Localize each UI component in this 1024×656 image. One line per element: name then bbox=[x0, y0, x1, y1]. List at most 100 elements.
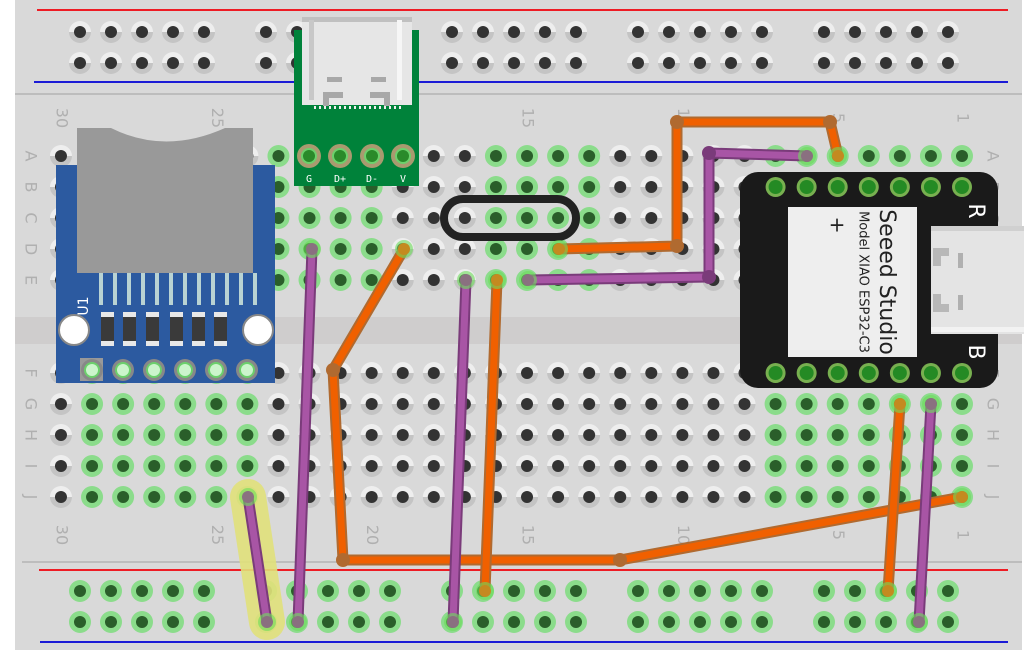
bottom-rail-hole[interactable] bbox=[100, 611, 122, 633]
main-hole[interactable] bbox=[578, 145, 601, 167]
main-hole[interactable] bbox=[422, 176, 445, 198]
main-hole[interactable] bbox=[516, 176, 539, 198]
main-hole[interactable] bbox=[640, 455, 663, 477]
bottom-rail-hole[interactable] bbox=[162, 611, 184, 633]
main-hole[interactable] bbox=[112, 486, 135, 508]
bottom-rail-hole[interactable] bbox=[131, 611, 153, 633]
wire-orange[interactable] bbox=[879, 395, 909, 600]
main-hole[interactable] bbox=[609, 207, 632, 229]
bottom-rail-hole[interactable] bbox=[689, 611, 711, 633]
main-hole[interactable] bbox=[516, 207, 539, 229]
top-rail-hole[interactable] bbox=[813, 52, 835, 74]
main-hole[interactable] bbox=[826, 486, 849, 508]
main-hole[interactable] bbox=[453, 145, 476, 168]
main-hole[interactable] bbox=[391, 393, 414, 415]
top-rail-hole[interactable] bbox=[658, 21, 680, 43]
main-hole[interactable] bbox=[81, 424, 104, 446]
bottom-rail-hole[interactable] bbox=[813, 611, 835, 633]
main-hole[interactable] bbox=[391, 362, 414, 384]
bottom-rail-hole[interactable] bbox=[689, 580, 711, 602]
bottom-rail-hole[interactable] bbox=[720, 580, 742, 602]
top-rail-hole[interactable] bbox=[131, 21, 153, 43]
top-rail-hole[interactable] bbox=[534, 21, 556, 43]
main-hole[interactable] bbox=[516, 424, 539, 446]
bottom-rail-hole[interactable] bbox=[565, 580, 587, 602]
main-hole[interactable] bbox=[609, 176, 632, 198]
bottom-rail-hole[interactable] bbox=[379, 580, 401, 602]
main-hole[interactable] bbox=[49, 145, 72, 168]
main-hole[interactable] bbox=[547, 486, 570, 509]
main-hole[interactable] bbox=[640, 393, 663, 415]
top-rail-hole[interactable] bbox=[193, 21, 215, 43]
top-rail-hole[interactable] bbox=[193, 52, 215, 74]
main-hole[interactable] bbox=[702, 424, 725, 446]
top-rail-hole[interactable] bbox=[937, 52, 959, 74]
main-hole[interactable] bbox=[919, 145, 942, 167]
top-rail-hole[interactable] bbox=[689, 52, 711, 74]
bottom-rail-hole[interactable] bbox=[565, 611, 587, 633]
main-hole[interactable] bbox=[764, 455, 787, 477]
main-hole[interactable] bbox=[578, 424, 601, 446]
main-hole[interactable] bbox=[795, 486, 818, 508]
main-hole[interactable] bbox=[671, 362, 694, 384]
main-hole[interactable] bbox=[329, 238, 352, 260]
bottom-rail-hole[interactable] bbox=[503, 611, 525, 633]
main-hole[interactable] bbox=[547, 176, 570, 198]
bottom-rail-hole[interactable] bbox=[534, 611, 556, 633]
top-rail-hole[interactable] bbox=[875, 52, 897, 74]
main-hole[interactable] bbox=[857, 393, 880, 415]
main-hole[interactable] bbox=[888, 145, 911, 167]
main-hole[interactable] bbox=[609, 145, 632, 168]
main-hole[interactable] bbox=[205, 424, 228, 446]
main-hole[interactable] bbox=[422, 486, 445, 509]
main-hole[interactable] bbox=[733, 455, 756, 477]
main-hole[interactable] bbox=[391, 486, 414, 509]
main-hole[interactable] bbox=[267, 145, 290, 167]
main-hole[interactable] bbox=[143, 455, 166, 477]
main-hole[interactable] bbox=[640, 176, 663, 198]
top-rail-hole[interactable] bbox=[69, 52, 91, 74]
main-hole[interactable] bbox=[857, 455, 880, 477]
main-hole[interactable] bbox=[826, 455, 849, 477]
top-rail-hole[interactable] bbox=[751, 52, 773, 74]
main-hole[interactable] bbox=[298, 207, 321, 229]
main-hole[interactable] bbox=[951, 145, 973, 167]
main-hole[interactable] bbox=[112, 424, 135, 446]
bottom-rail-hole[interactable] bbox=[658, 580, 680, 602]
top-rail-hole[interactable] bbox=[627, 21, 649, 43]
bottom-rail-hole[interactable] bbox=[162, 580, 184, 602]
bottom-rail-hole[interactable] bbox=[317, 611, 339, 633]
main-hole[interactable] bbox=[329, 207, 352, 229]
main-hole[interactable] bbox=[422, 207, 445, 229]
top-rail-hole[interactable] bbox=[875, 21, 897, 43]
main-hole[interactable] bbox=[391, 207, 414, 229]
main-hole[interactable] bbox=[174, 486, 197, 508]
main-hole[interactable] bbox=[702, 362, 725, 384]
main-hole[interactable] bbox=[578, 486, 601, 509]
main-hole[interactable] bbox=[640, 207, 663, 229]
main-hole[interactable] bbox=[174, 424, 197, 446]
main-hole[interactable] bbox=[143, 424, 166, 446]
main-hole[interactable] bbox=[547, 362, 570, 384]
bottom-rail-hole[interactable] bbox=[844, 580, 866, 602]
bottom-rail-hole[interactable] bbox=[937, 611, 959, 633]
top-rail-hole[interactable] bbox=[255, 52, 277, 74]
main-hole[interactable] bbox=[609, 455, 632, 477]
main-hole[interactable] bbox=[360, 424, 383, 446]
top-rail-hole[interactable] bbox=[844, 21, 866, 43]
top-rail-hole[interactable] bbox=[906, 21, 928, 43]
main-hole[interactable] bbox=[951, 393, 973, 415]
main-hole[interactable] bbox=[360, 362, 383, 384]
main-hole[interactable] bbox=[516, 362, 539, 384]
main-hole[interactable] bbox=[578, 393, 601, 415]
main-hole[interactable] bbox=[422, 362, 445, 384]
wire-purple[interactable] bbox=[289, 240, 321, 631]
top-rail-hole[interactable] bbox=[472, 52, 494, 74]
main-hole[interactable] bbox=[609, 424, 632, 446]
wire-orange[interactable] bbox=[326, 240, 971, 567]
wire-purple[interactable] bbox=[910, 395, 940, 631]
bottom-rail-hole[interactable] bbox=[844, 611, 866, 633]
main-hole[interactable] bbox=[422, 424, 445, 446]
main-hole[interactable] bbox=[733, 486, 756, 509]
top-rail-hole[interactable] bbox=[751, 21, 773, 43]
